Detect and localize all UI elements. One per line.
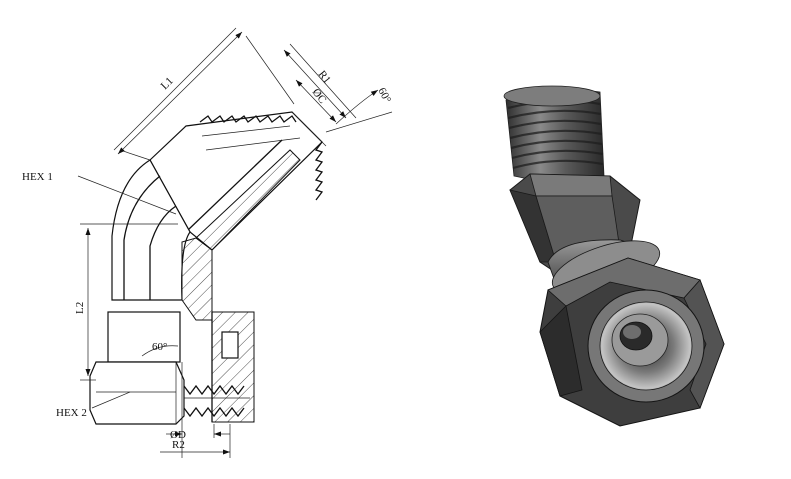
label-angle-nut: 60° xyxy=(152,341,167,353)
callout-hex2: HEX 2 xyxy=(56,391,131,419)
callout-hex1: HEX 1 xyxy=(22,171,177,215)
render-hex2 xyxy=(539,257,725,427)
label-hex2: HEX 2 xyxy=(56,407,87,419)
label-r2: R2 xyxy=(172,439,185,451)
label-hex1: HEX 1 xyxy=(22,171,53,183)
dim-l1: L1 xyxy=(113,27,295,161)
dim-l2: L2 xyxy=(74,223,178,381)
elbow-body xyxy=(111,159,213,321)
dim-r1-c: R1 ØC 60° xyxy=(283,43,393,133)
label-r1: R1 xyxy=(316,68,333,86)
label-l2: L2 xyxy=(74,302,86,314)
thread-icon xyxy=(507,99,604,170)
dim-d-r2: ØD R2 xyxy=(160,424,231,458)
label-angle-top: 60° xyxy=(375,86,393,105)
fitting-section-drawing: L1 R1 ØC 60° HEX 1 L2 6 xyxy=(22,27,393,458)
label-dia-d: ØD xyxy=(170,429,186,441)
label-dia-c: ØC xyxy=(310,86,329,105)
thread-icon xyxy=(183,384,245,396)
render-threaded-end xyxy=(503,85,605,182)
label-l1: L1 xyxy=(159,75,176,92)
callout-nut-angle: 60° xyxy=(141,341,179,357)
fitting-3d-render xyxy=(503,85,725,427)
swivel-nut xyxy=(89,311,255,425)
